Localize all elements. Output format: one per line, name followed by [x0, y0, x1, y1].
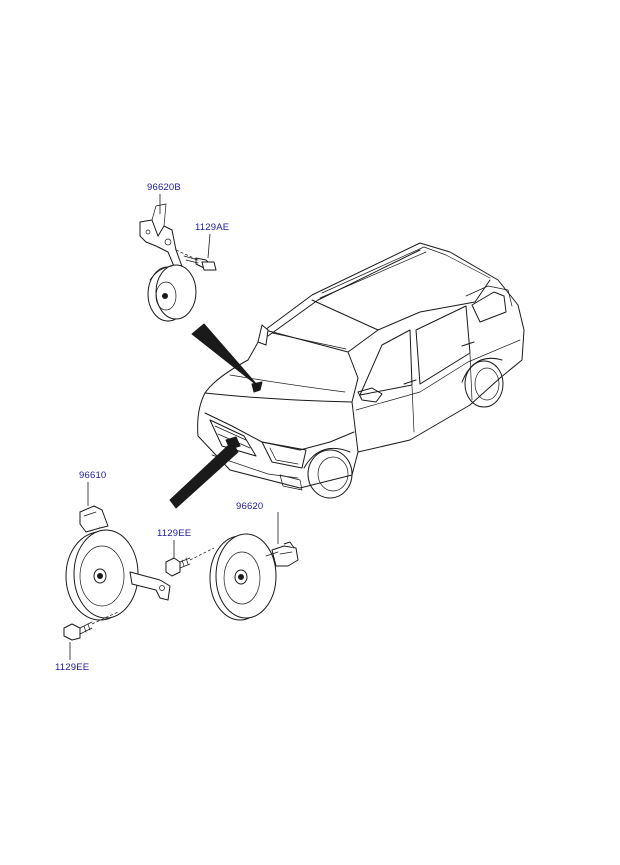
callout-96620B: 96620B [147, 182, 181, 193]
leader-1129AE [207, 233, 211, 259]
horn-low-assembly [63, 505, 215, 641]
callout-96620: 96620 [236, 501, 264, 512]
horn-high-assembly [209, 533, 299, 621]
callout-1129EE-lower: 1129EE [55, 662, 90, 673]
callout-96610: 96610 [79, 470, 107, 481]
horn-upper-assembly [139, 203, 217, 322]
callout-1129EE-middle: 1129EE [157, 528, 192, 539]
callout-1129AE: 1129AE [195, 222, 230, 233]
vehicle-illustration [197, 242, 525, 499]
location-pointers [169, 323, 259, 509]
